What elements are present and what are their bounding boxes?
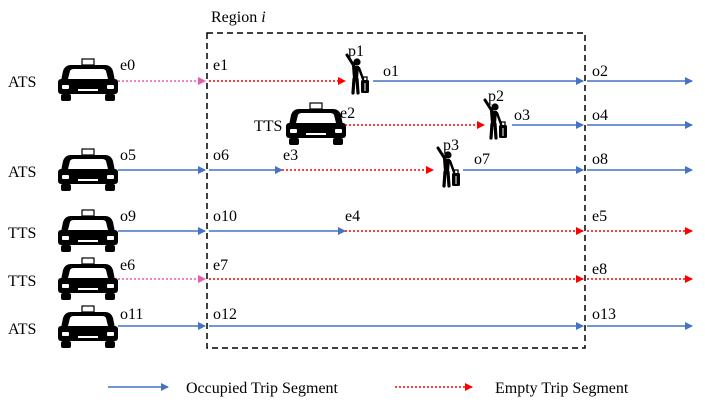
segment-label-o5: o5 (120, 147, 136, 164)
segment-label-o2: o2 (592, 63, 608, 80)
taxi-icon (285, 102, 347, 146)
vehicle-type-label-mid: TTS (254, 118, 282, 135)
passenger-icon (483, 98, 509, 140)
segment-label-e8: e8 (592, 261, 607, 278)
segment-label-o12: o12 (213, 306, 237, 323)
passenger-icon (345, 53, 371, 95)
taxi-icon (57, 58, 119, 102)
segment-label-e5: e5 (592, 208, 607, 225)
segment-label-o10: o10 (213, 208, 237, 225)
vehicle-type-label-row4: ATS (8, 321, 36, 338)
taxi-icon (57, 209, 119, 253)
segment-label-e2: e2 (340, 105, 355, 122)
segment-label-o9: o9 (120, 208, 136, 225)
vehicle-type-label-row2: TTS (8, 225, 36, 242)
vehicle-type-label-row0: ATS (8, 74, 36, 91)
segment-label-o1: o1 (383, 63, 399, 80)
region-label: Region i (211, 9, 266, 26)
segment-label-o13: o13 (592, 306, 616, 323)
segment-label-o3: o3 (514, 107, 530, 124)
legend-empty-label: Empty Trip Segment (495, 380, 629, 397)
legend-occupied-label: Occupied Trip Segment (186, 380, 339, 397)
segment-label-e4: e4 (345, 208, 360, 225)
passenger-label-p1: p1 (348, 43, 364, 60)
vehicle-type-label-row3: TTS (8, 273, 36, 290)
segment-label-o6: o6 (213, 147, 229, 164)
segment-label-o7: o7 (474, 151, 490, 168)
segment-label-o4: o4 (592, 107, 608, 124)
segment-label-e0: e0 (120, 57, 135, 74)
legend: Occupied Trip Segment Empty Trip Segment (108, 380, 629, 397)
segment-label-e3: e3 (283, 147, 298, 164)
segment-label-e1: e1 (213, 57, 228, 74)
passenger-label-p2: p2 (488, 88, 504, 105)
taxi-icon (57, 305, 119, 349)
segment-label-o8: o8 (592, 151, 608, 168)
taxi-icon (57, 148, 119, 192)
segment-label-o11: o11 (120, 306, 143, 323)
taxi-icon (57, 257, 119, 301)
passenger-label-p3: p3 (443, 137, 459, 154)
region-box (206, 32, 586, 349)
segment-label-e6: e6 (120, 257, 135, 274)
segment-label-e7: e7 (213, 257, 228, 274)
vehicle-type-label-row1: ATS (8, 164, 36, 181)
